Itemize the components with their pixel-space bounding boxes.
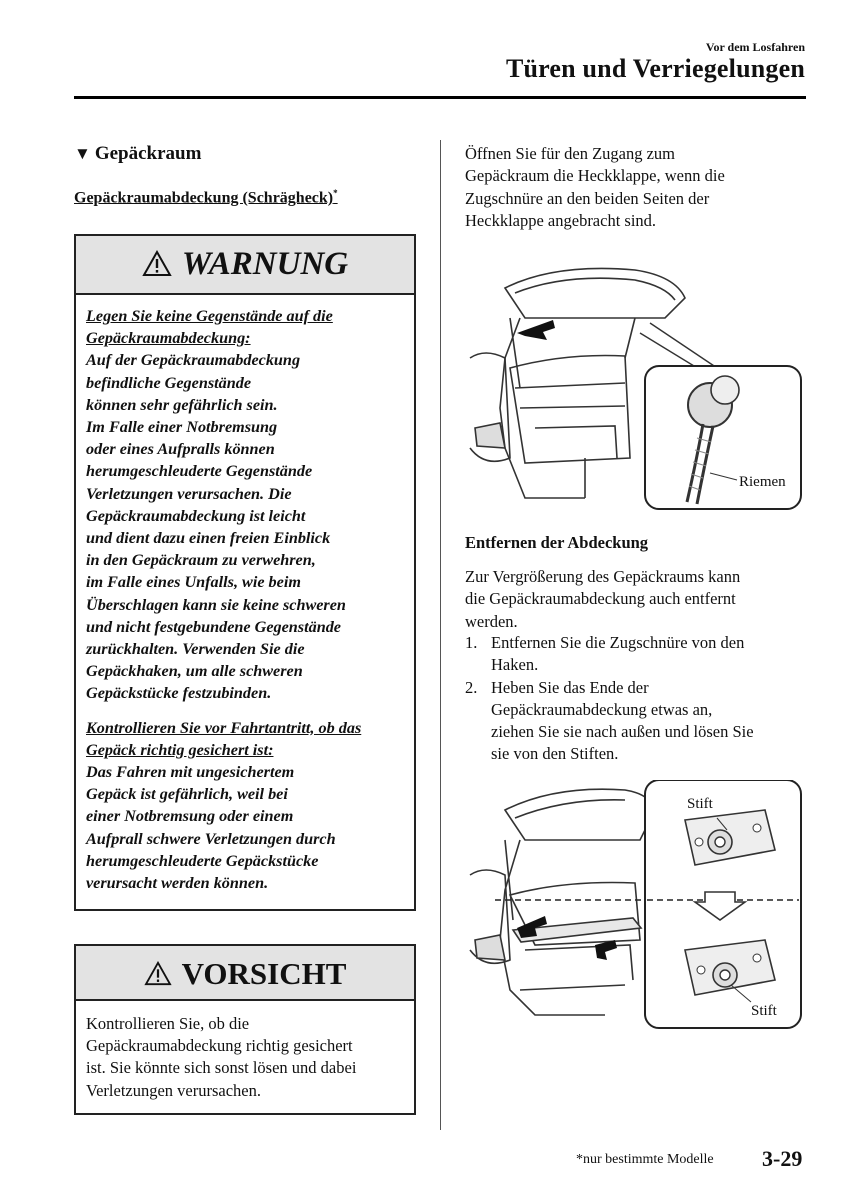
tailgate-strap-illustration: Riemen [469, 267, 802, 510]
sub-heading-text: Gepäckraumabdeckung (Schrägheck) [74, 189, 334, 207]
warning-text-line: herumgeschleuderte Gepäckstücke [86, 851, 319, 870]
step-text-line: Haken. [491, 655, 539, 675]
pin-label-bottom: Stift [751, 1003, 778, 1019]
warning-triangle-icon [144, 961, 172, 986]
down-triangle-icon: ▼ [74, 144, 91, 163]
sub-heading: Gepäckraumabdeckung (Schrägheck)* [74, 188, 338, 207]
warning-paragraph-1-text: Auf der Gepäckraumabdeckung befindliche G… [86, 351, 346, 702]
warning-paragraph-1-heading: Legen Sie keine Gegenstände auf die Gepä… [86, 307, 333, 348]
warning-text-line: Überschlagen kann sie keine schweren [86, 595, 346, 614]
warning-body: Legen Sie keine Gegenstände auf die Gepä… [76, 295, 414, 916]
remove-intro-paragraph: Zur Vergrößerung des Gepäckraums kann die… [465, 566, 810, 633]
step-number: 1. [465, 633, 478, 652]
caution-text-line: Gepäckraumabdeckung richtig gesichert [86, 1036, 353, 1056]
warning-text-line: Gepäckraumabdeckung ist leicht [86, 506, 306, 525]
caution-text-line: ist. Sie könnte sich sonst lösen und dab… [86, 1058, 357, 1078]
warning-text-line: Gepäck ist gefährlich, weil bei [86, 785, 288, 804]
step-text-line: Gepäckraumabdeckung etwas an, [491, 699, 713, 719]
remove-cover-heading: Entfernen der Abdeckung [465, 533, 649, 552]
warning-text-line: zurückhalten. Verwenden Sie die [86, 640, 305, 659]
warning-triangle-icon [142, 249, 172, 276]
caution-text-line: Kontrollieren Sie, ob die [86, 1014, 250, 1033]
warning-paragraph-2: Kontrollieren Sie vor Fahrtantritt, ob d… [86, 717, 404, 895]
footnote: *nur bestimmte Modelle [576, 1152, 714, 1167]
step-text-line: Entfernen Sie die Zugschnüre von den [491, 633, 745, 652]
warning-text-line: Das Fahren mit ungesichertem [86, 763, 295, 782]
caution-title: VORSICHT [181, 956, 347, 991]
warning-text-line: können sehr gefährlich sein. [86, 395, 278, 414]
header-rule [74, 96, 806, 99]
warning-text-line: verursacht werden können. [86, 874, 269, 893]
pin-label-top: Stift [687, 796, 714, 812]
caution-text-line: Verletzungen verursachen. [86, 1080, 261, 1100]
step-text-line: sie von den Stiften. [491, 744, 619, 764]
warning-text-line: einer Notbremsung oder einem [86, 807, 294, 826]
remove-intro-line: Zur Vergrößerung des Gepäckraums kann [465, 567, 741, 586]
page-title: Türen und Verriegelungen [505, 54, 805, 83]
warning-text-line: im Falle eines Unfalls, wie beim [86, 573, 301, 592]
warning-text-line: Aufprall schwere Verletzungen durch [86, 829, 336, 848]
warning-text-line: befindliche Gegenstände [86, 373, 252, 392]
section-heading-text: Gepäckraum [94, 143, 202, 164]
warning-text-line: Im Falle einer Notbremsung [86, 418, 278, 437]
step-number: 2. [465, 677, 478, 697]
warning-paragraph-2-heading: Kontrollieren Sie vor Fahrtantritt, ob d… [86, 718, 362, 759]
warning-box-header: WARNUNG [76, 236, 414, 295]
caution-box-header: VORSICHT [76, 946, 414, 1001]
strap-label: Riemen [739, 474, 786, 490]
warning-text-line: Gepäckstücke festzubinden. [86, 684, 272, 703]
warning-text-line: Verletzungen verursachen. Die [86, 484, 292, 503]
intro-text-line: Gepäckraum die Heckklappe, wenn die [465, 166, 725, 186]
intro-text-line: Zugschnüre an den beiden Seiten der [465, 188, 710, 208]
running-header-section: Vor dem Losfahren [705, 40, 805, 54]
remove-intro-line: die Gepäckraumabdeckung auch entfernt [465, 589, 736, 609]
warning-text-line: und dient dazu einen freien Einblick [86, 529, 331, 548]
warning-text-line: herumgeschleuderte Gegenstände [86, 462, 313, 481]
warning-text-line: in den Gepäckraum zu verwehren, [86, 551, 316, 570]
intro-text-line: Öffnen Sie für den Zugang zum [465, 144, 676, 163]
column-divider [440, 140, 441, 1130]
warning-box: WARNUNG Legen Sie keine Gegenstände auf … [74, 234, 416, 911]
cover-removal-illustration: Stift Stift [469, 780, 802, 1029]
warning-text-line: oder eines Aufpralls können [86, 440, 275, 459]
section-heading: ▼Gepäckraum [74, 143, 201, 165]
warning-text-line: und nicht festgebundene Gegenstände [86, 617, 341, 636]
intro-text-line: Heckklappe angebracht sind. [465, 210, 657, 230]
warning-text-line: Auf der Gepäckraumabdeckung [86, 351, 301, 370]
page-number: 3-29 [762, 1146, 803, 1171]
warning-title: WARNUNG [181, 246, 349, 282]
step-text-line: ziehen Sie sie nach außen und lösen Sie [491, 722, 754, 742]
warning-paragraph-1: Legen Sie keine Gegenstände auf die Gepä… [86, 305, 404, 705]
warning-text-line: Gepäckhaken, um alle schweren [86, 662, 303, 681]
remove-intro-line: werden. [465, 611, 518, 631]
step-text-line: Heben Sie das Ende der [491, 677, 649, 697]
model-footnote-mark: * [333, 188, 338, 198]
